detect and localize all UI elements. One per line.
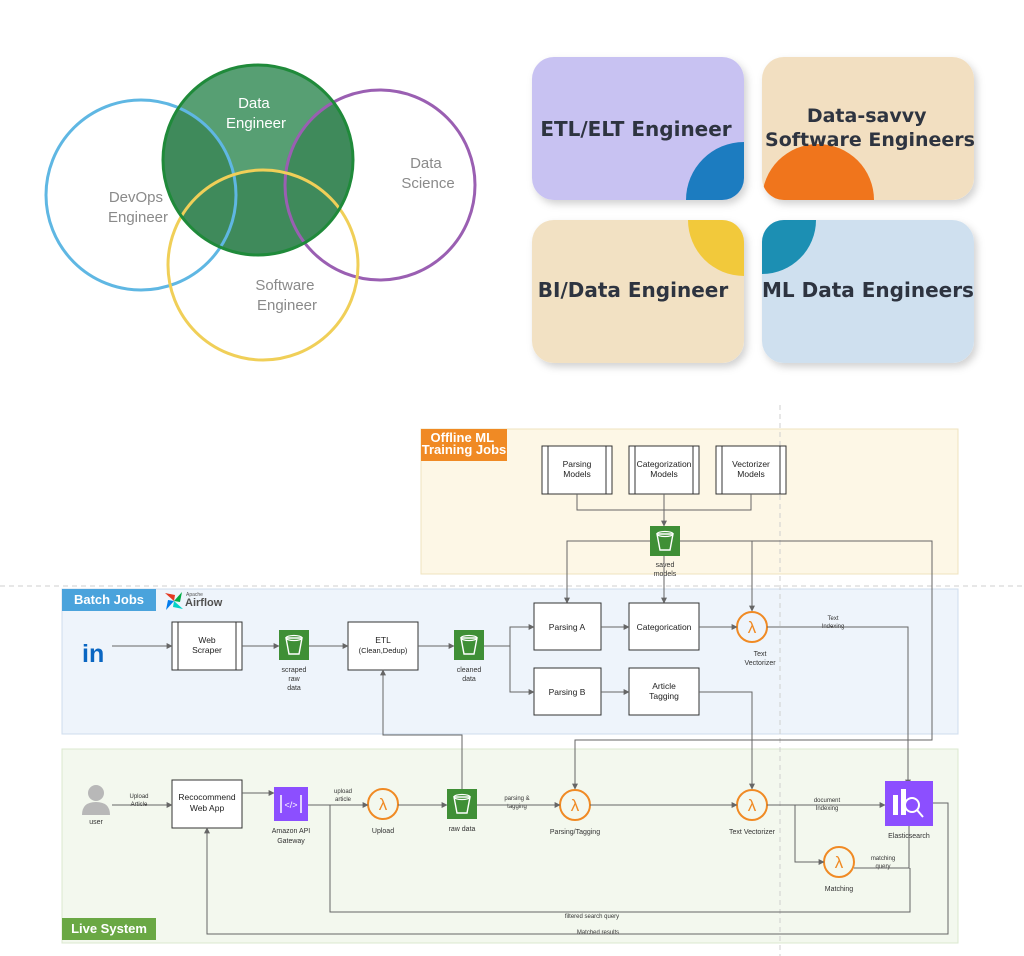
svg-text:raw data: raw data xyxy=(449,826,476,833)
role-tiles: ETL/ELT Engineer Data-savvy Software Eng… xyxy=(532,57,975,363)
svg-text:λ: λ xyxy=(835,853,844,872)
svg-text:Parsing/Tagging: Parsing/Tagging xyxy=(550,829,600,836)
venn-software-circle xyxy=(166,168,360,362)
venn-diagram: Data Engineer Data Science DevOps Engine… xyxy=(44,63,477,362)
offline-connectors xyxy=(564,494,933,790)
offline-tag: Offline ML Training Jobs xyxy=(421,429,507,461)
svg-text:λ: λ xyxy=(748,618,757,637)
tile-bi-label: BI/Data Engineer xyxy=(538,278,729,302)
tile-bi xyxy=(532,220,744,363)
batch-connectors xyxy=(112,624,911,790)
venn-label-devops: DevOps Engineer xyxy=(108,189,168,226)
svg-text:Airflow: Airflow xyxy=(185,597,223,609)
tile-ml xyxy=(762,220,974,363)
venn-label-data-science: Data Science xyxy=(401,155,454,192)
venn-data-science-circle xyxy=(283,88,477,282)
svg-text:Upload: Upload xyxy=(372,828,394,835)
svg-text:Offline ML Training Jobs: Offline ML Training Jobs xyxy=(422,430,507,457)
venn-data-engineer-circle xyxy=(161,63,355,257)
parsing-b-box: Parsing B xyxy=(533,667,602,716)
tile-etl xyxy=(532,57,744,200)
etl-box: ETL(Clean,Dedup) xyxy=(347,621,419,671)
svg-text:Text Vectorizer: Text Vectorizer xyxy=(729,829,776,836)
parsing-tagging-edge-label: parsing &tagging xyxy=(504,796,529,810)
airflow-logo: Apache Airflow xyxy=(165,592,223,610)
svg-text:user: user xyxy=(89,819,103,826)
venn-label-software: Software Engineer xyxy=(255,277,318,314)
svg-text:Matching: Matching xyxy=(825,886,854,893)
svg-text:Apache: Apache xyxy=(186,592,203,598)
svg-text:Parsing A: Parsing A xyxy=(549,622,586,632)
venn-label-data-engineer: Data Engineer xyxy=(226,95,286,132)
user-avatar: user xyxy=(82,785,110,826)
live-connectors xyxy=(112,669,949,935)
tile-swe-label: Data-savvy Software Engineers xyxy=(765,105,975,151)
svg-text:</>: </> xyxy=(284,800,297,810)
svg-text:λ: λ xyxy=(379,795,388,814)
tile-ml-label: ML Data Engineers xyxy=(762,278,974,302)
matched-results-label: Matched results xyxy=(577,930,619,936)
categorication-box: Categorication xyxy=(628,602,700,651)
svg-text:λ: λ xyxy=(748,796,757,815)
venn-devops-circle xyxy=(44,98,238,292)
filtered-search-query-label: filtered search query xyxy=(565,914,619,920)
raw-data-bucket: raw data xyxy=(447,789,477,833)
parsing-a-box: Parsing A xyxy=(533,602,602,651)
svg-text:ETL(Clean,Dedup): ETL(Clean,Dedup) xyxy=(359,635,408,655)
live-tag: Live System xyxy=(62,918,156,940)
svg-text:Categorication: Categorication xyxy=(637,622,692,632)
svg-text:λ: λ xyxy=(571,796,580,815)
batch-tag: Batch Jobs xyxy=(62,589,156,611)
live-section xyxy=(61,748,959,944)
tile-etl-label: ETL/ELT Engineer xyxy=(540,117,731,141)
svg-text:Parsing B: Parsing B xyxy=(549,687,586,697)
svg-text:Batch Jobs: Batch Jobs xyxy=(74,592,144,607)
linkedin-icon: in xyxy=(82,640,104,668)
svg-text:Live System: Live System xyxy=(71,921,147,936)
tile-swe xyxy=(762,57,974,200)
